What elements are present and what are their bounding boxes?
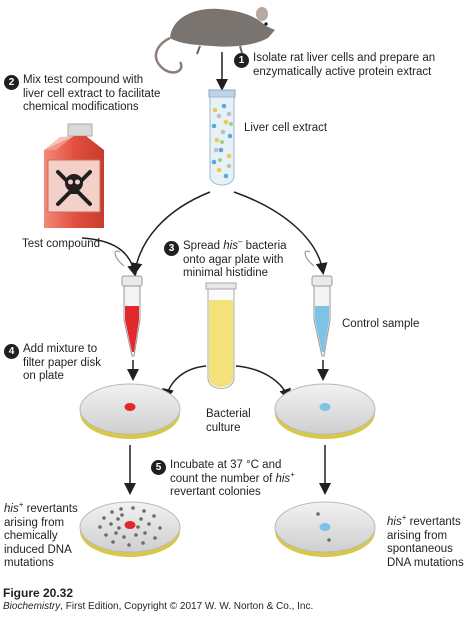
liver-extract-tube [208,89,236,186]
right-result-body: revertants arising from spontaneous DNA … [387,516,464,569]
book-title: Biochemistry [3,601,61,612]
bacterial-culture-tube [205,282,237,389]
step-2-text: Mix test compound with liver cell extrac… [23,74,161,113]
bacterial-culture-label: Bacterial culture [206,408,251,434]
right-result-plate [274,501,376,557]
arrow-compound-to-tube [81,237,140,277]
revertant-colonies [98,506,162,547]
arrow-culture-to-right-plate [235,365,291,401]
left-result-his: his [4,503,19,515]
control-plate [274,383,376,439]
left-result-sup: + [18,500,24,510]
step-2-marker: 2 [4,75,19,90]
step-1-marker: 1 [234,53,249,68]
copyright-text: , First Edition, Copyright © 2017 W. W. … [60,601,314,612]
rat-icon [154,7,275,74]
skull-icon [56,170,92,206]
step-5-pre: Incubate at 37 °C and count the number o… [170,459,282,485]
control-sample-label: Control sample [342,318,420,330]
control-sample-tube [304,250,333,357]
figure-number: Figure 20.32 [3,586,74,600]
right-result-sup: + [401,513,407,523]
step-3-post: bacteria onto agar plate with minimal hi… [183,240,287,279]
left-result-body: revertants arising from chemically induc… [4,503,78,569]
step-5-marker: 5 [151,460,166,475]
figure-credit: Biochemistry, First Edition, Copyright ©… [3,601,313,612]
arrow-culture-to-left-plate [162,365,207,401]
step-5-text: Incubate at 37 °C and count the number o… [170,459,320,500]
test-compound-label: Test compound [22,238,100,250]
liver-extract-label: Liver cell extract [244,122,328,134]
step-3-sup: – [237,237,243,247]
test-plate [79,383,181,439]
test-mixture-tube [114,250,143,357]
step-3-his: his [223,240,238,252]
step-5-sup: + [290,469,295,479]
left-result-text: his+ revertants arising from chemically … [4,500,94,571]
step-1-text: Isolate rat liver cells and prepare an e… [253,52,436,78]
step-5-his: his [275,472,291,485]
arrow-extract-to-test [130,191,211,275]
step-3-pre: Spread [183,240,224,252]
arrow-extract-to-control [233,191,328,275]
step-4-marker: 4 [4,344,19,359]
right-result-text: his+ revertants arising from spontaneous… [387,513,471,570]
step-4-text: Add mixture to filter paper disk on plat… [23,343,101,382]
right-result-his: his [387,516,402,528]
toxic-bottle [44,123,104,228]
left-result-plate [79,501,181,557]
step-3-marker: 3 [164,241,179,256]
step-3-text: Spread his– bacteria onto agar plate wit… [183,237,323,281]
step-5-post: revertant colonies [170,486,261,498]
